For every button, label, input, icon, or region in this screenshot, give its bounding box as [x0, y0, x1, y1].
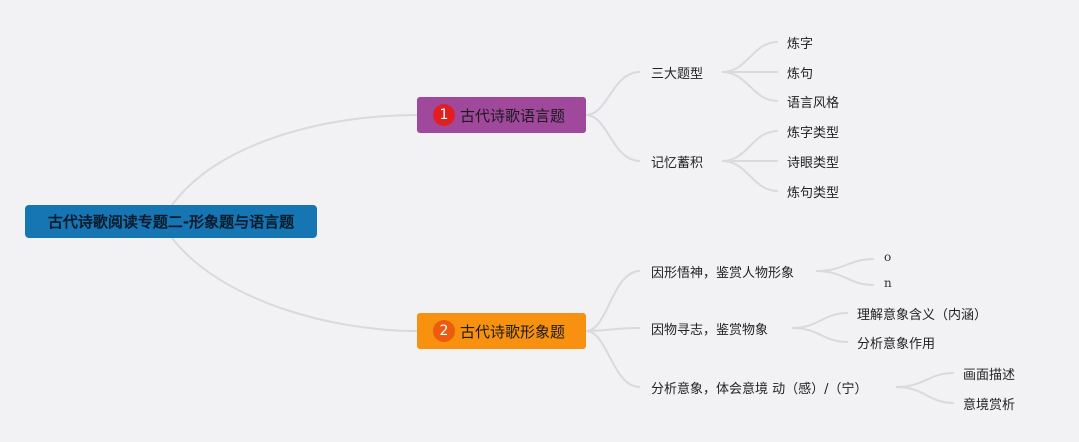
leaf-sentence-refining-types[interactable]: 炼句类型: [787, 186, 840, 201]
leaf-n[interactable]: n: [884, 276, 892, 290]
leaf-language-style[interactable]: 语言风格: [787, 96, 840, 111]
leaf-o[interactable]: o: [884, 250, 892, 264]
leaf-sentence-refining[interactable]: 炼句: [787, 67, 814, 82]
leaf-word-refining-types[interactable]: 炼字类型: [787, 126, 840, 141]
leaf-mood-appreciation[interactable]: 意境赏析: [963, 398, 1016, 413]
leaf-understand-imagery-meaning[interactable]: 理解意象含义（内涵）: [857, 308, 988, 323]
subtopic-memory-accumulation[interactable]: 记忆蓄积: [651, 156, 704, 171]
subtopic-object-image[interactable]: 因物寻志，鉴赏物象: [651, 323, 769, 338]
branch-imagery[interactable]: 2 古代诗歌形象题: [417, 313, 586, 349]
branch-number-badge: 1: [433, 104, 455, 126]
leaf-scene-description[interactable]: 画面描述: [963, 368, 1016, 383]
subtopic-character-image[interactable]: 因形悟神，鉴赏人物形象: [651, 266, 795, 281]
root-topic[interactable]: 古代诗歌阅读专题二-形象题与语言题: [25, 205, 317, 238]
branch-language[interactable]: 1 古代诗歌语言题: [417, 97, 586, 133]
leaf-poem-eye-types[interactable]: 诗眼类型: [787, 156, 840, 171]
subtopic-three-question-types[interactable]: 三大题型: [651, 67, 704, 82]
branch-label: 古代诗歌语言题: [460, 106, 566, 125]
leaf-analyze-imagery-function[interactable]: 分析意象作用: [857, 337, 936, 352]
leaf-word-refining[interactable]: 炼字: [787, 37, 814, 52]
subtopic-analyze-imagery[interactable]: 分析意象，体会意境 动（感）/（宁）: [651, 382, 868, 397]
root-topic-label: 古代诗歌阅读专题二-形象题与语言题: [47, 213, 295, 231]
branch-label: 古代诗歌形象题: [460, 322, 566, 341]
branch-number-badge: 2: [433, 320, 455, 342]
